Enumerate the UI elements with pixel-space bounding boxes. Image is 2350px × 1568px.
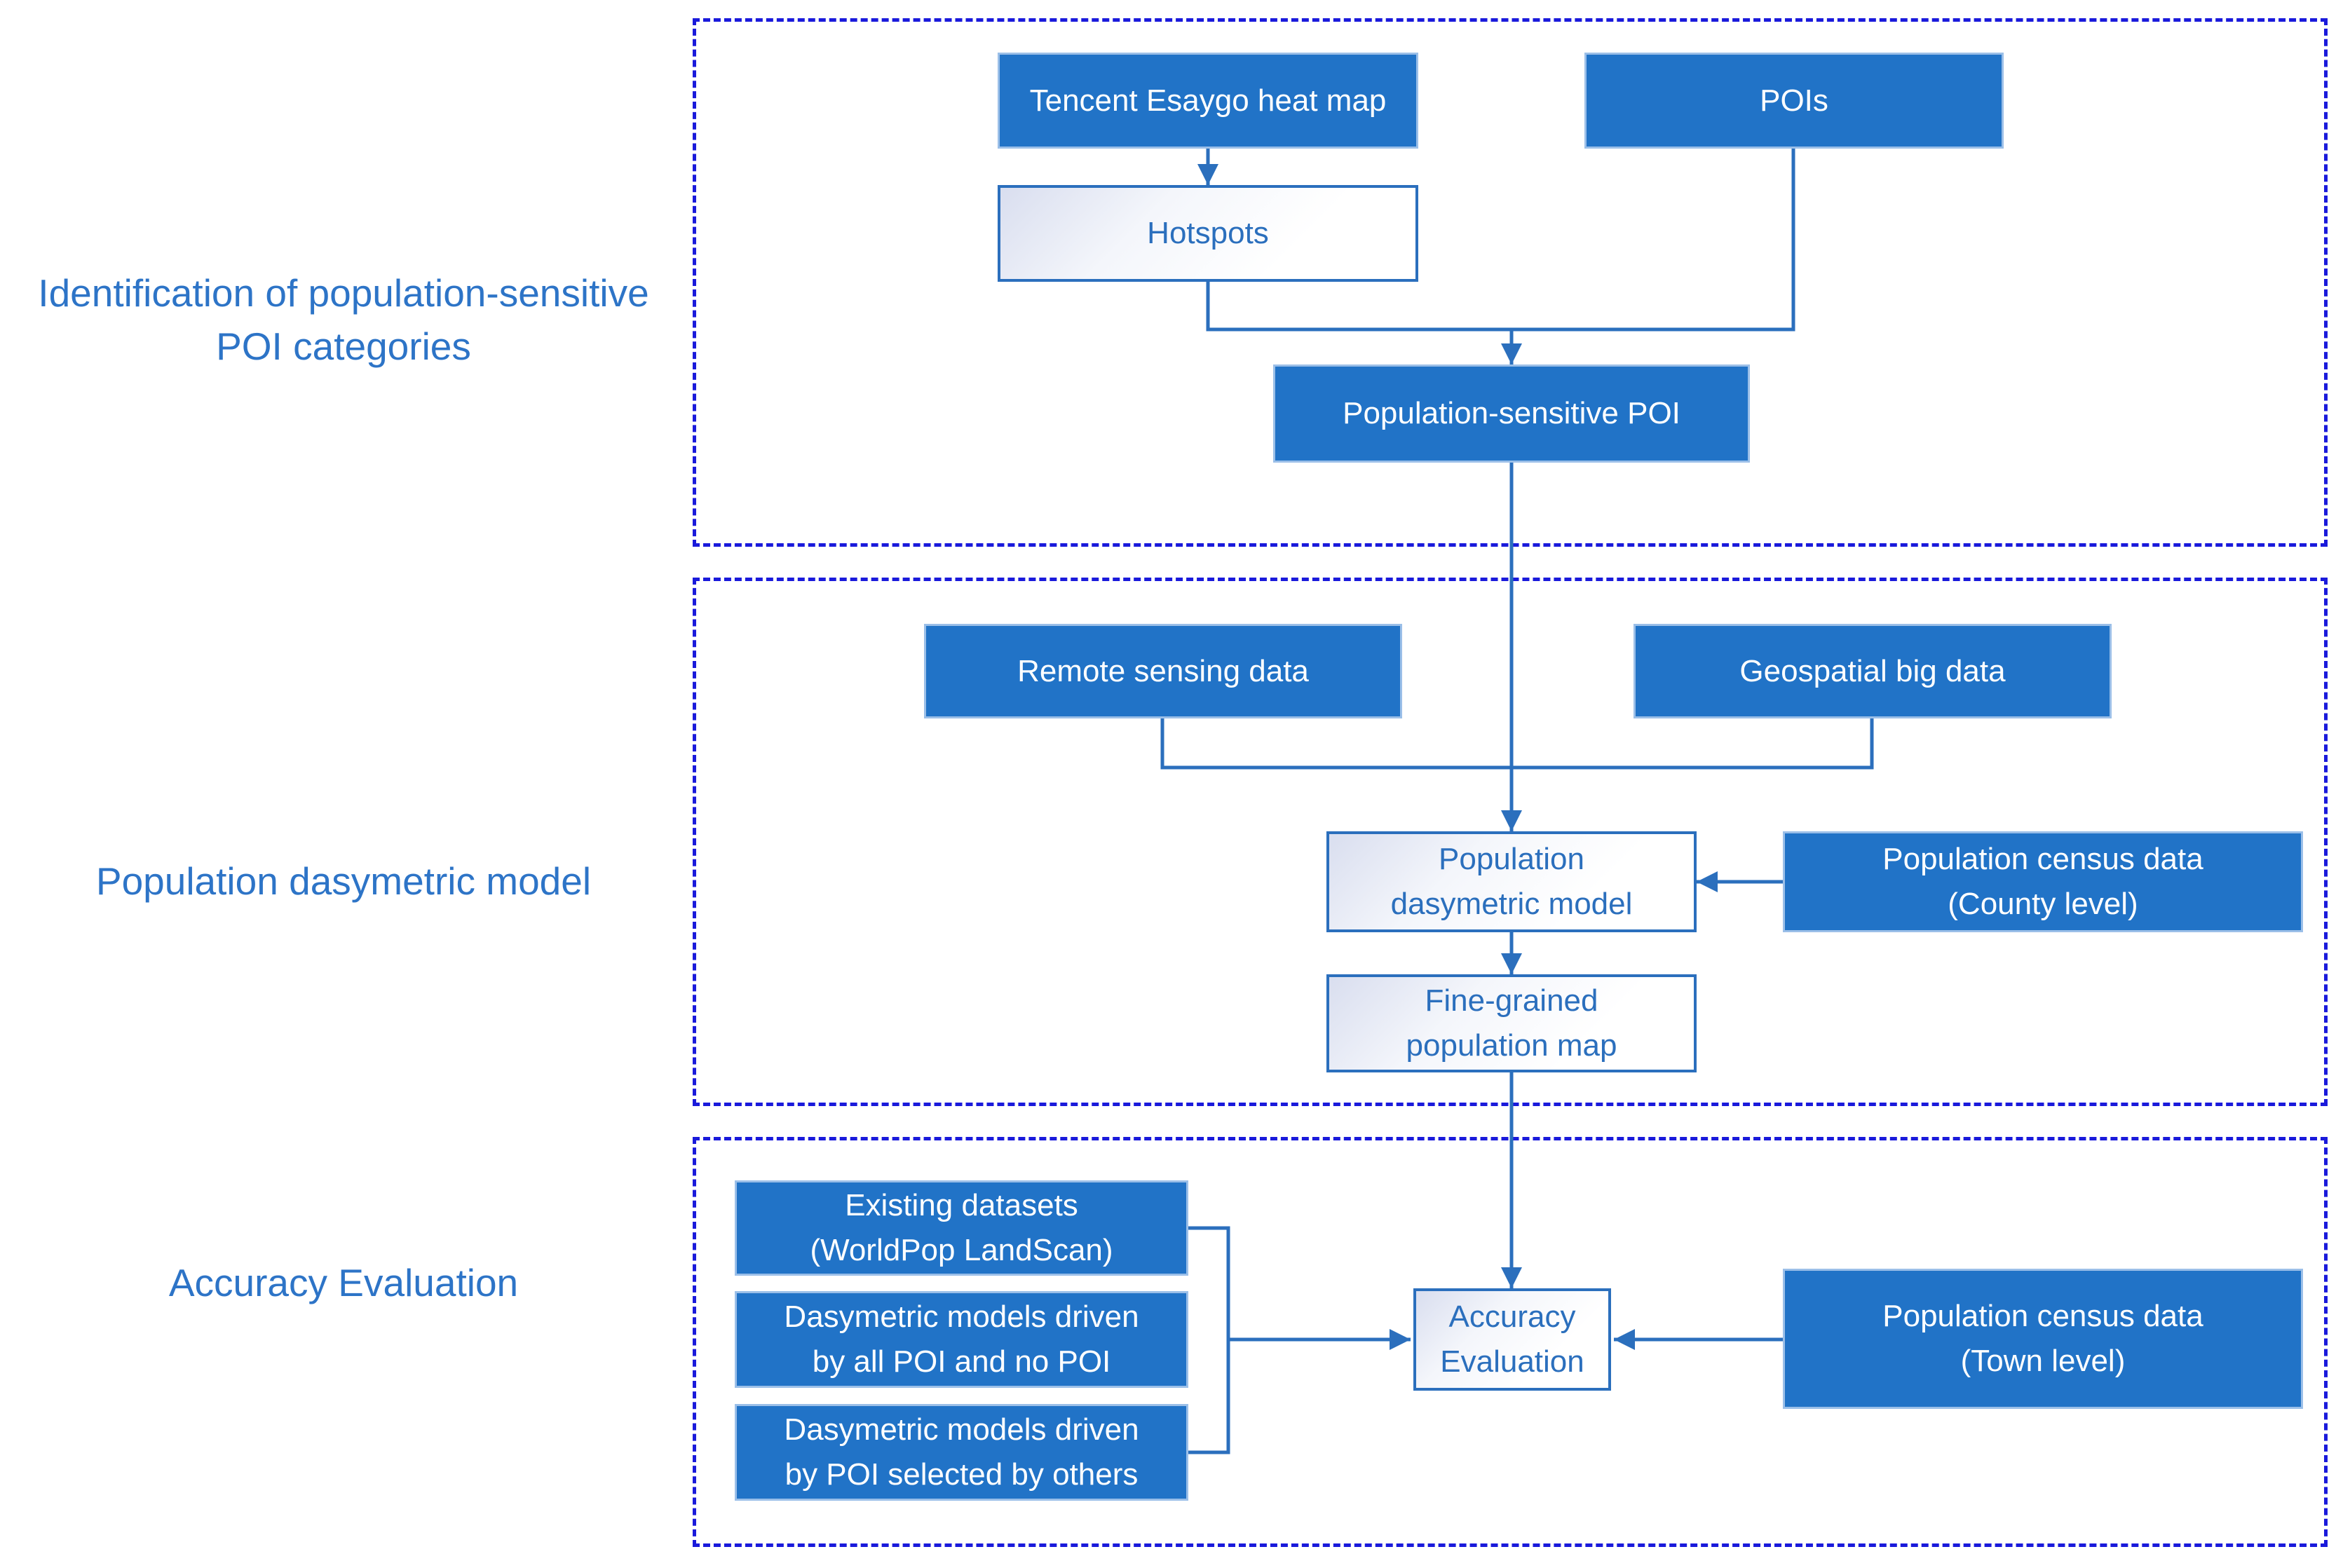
node-tencent-heat-map: Tencent Esaygo heat map <box>998 53 1418 149</box>
node-remote-sensing-data: Remote sensing data <box>924 624 1402 718</box>
line-comparison-bracket <box>1188 1226 1230 1454</box>
node-pois: POIs <box>1584 53 2004 149</box>
node-hotspots: Hotspots <box>998 185 1418 282</box>
node-census-town-level: Population census data (Town level) <box>1783 1269 2303 1409</box>
line-hotspots-merge <box>1206 149 1795 332</box>
stage-label-accuracy: Accuracy Evaluation <box>168 1261 519 1304</box>
node-census-county-level: Population census data (County level) <box>1783 831 2303 932</box>
line-remote-geospatial-merge <box>1160 718 1874 770</box>
node-geospatial-big-data: Geospatial big data <box>1634 624 2112 718</box>
stage-label-identification: Identification of population-sensitive P… <box>38 271 649 368</box>
stage-label-dasymetric: Population dasymetric model <box>95 859 592 903</box>
node-existing-datasets: Existing datasets (WorldPop LandScan) <box>735 1180 1188 1276</box>
node-population-dasymetric-model: Population dasymetric model <box>1326 831 1697 932</box>
node-accuracy-evaluation: Accuracy Evaluation <box>1413 1288 1611 1391</box>
node-population-sensitive-poi: Population-sensitive POI <box>1273 364 1750 463</box>
node-models-others-poi: Dasymetric models driven by POI selected… <box>735 1404 1188 1501</box>
node-fine-grained-population-map: Fine-grained population map <box>1326 974 1697 1072</box>
node-models-all-no-poi: Dasymetric models driven by all POI and … <box>735 1291 1188 1388</box>
